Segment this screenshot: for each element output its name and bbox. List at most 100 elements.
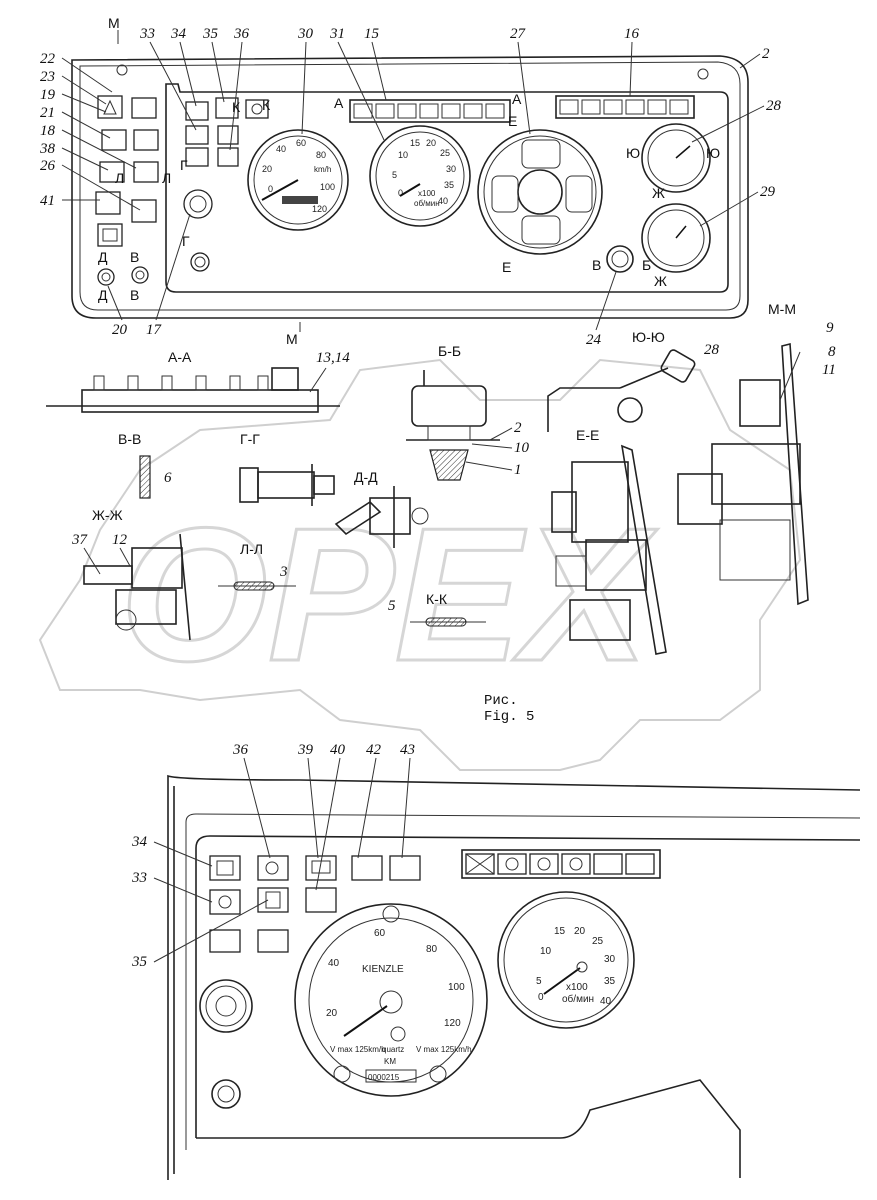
speedo-tick-100: 100 [320, 182, 335, 192]
switch-33-bottom[interactable] [209, 889, 241, 915]
section-zhzh-drawing [83, 533, 191, 641]
marker-l-right: Л [162, 170, 171, 186]
ignition-lock-17[interactable] [183, 189, 213, 219]
switch-26[interactable] [131, 199, 157, 223]
marker-g-bottom: Г [182, 233, 190, 249]
tacho-tick-30: 30 [604, 954, 616, 965]
tacho-top-tick-40: 40 [438, 196, 448, 206]
switch-21[interactable] [101, 129, 127, 151]
switch-34-bottom[interactable] [209, 855, 241, 881]
section-views: А-А 13,14 Б-Б 2 10 1 Ю-Ю [46, 301, 836, 725]
callout-bottom-43: 43 [400, 742, 415, 758]
switch-g[interactable] [185, 147, 209, 167]
section-ee-title: Е-Е [576, 427, 599, 443]
marker-yu-right: Ю [706, 145, 720, 161]
tacho-tick-10: 10 [540, 946, 552, 957]
callout-mid-2: 2 [514, 420, 522, 436]
indicator-6 [625, 853, 655, 875]
tacho-unit2: об/мин [562, 993, 594, 1005]
callout-15: 15 [364, 26, 380, 42]
switch-18[interactable] [133, 161, 159, 183]
marker-a-right: А [512, 91, 522, 107]
callout-mid-28: 28 [704, 342, 720, 358]
socket [190, 252, 210, 272]
section-yuyu-drawing [547, 349, 696, 432]
switch-group-center [183, 97, 269, 272]
tachograph-quartz: quartz [382, 1045, 404, 1054]
tacho-needle [543, 967, 581, 995]
section-kk-title: К-К [426, 591, 448, 607]
switch-19[interactable] [133, 129, 159, 151]
section-dd-drawing [334, 486, 429, 548]
figure-caption-en: Fig. 5 [484, 709, 534, 725]
tachograph-km: KM [384, 1057, 396, 1066]
tachograph-tick-80: 80 [426, 944, 438, 955]
speedo-tick-0: 0 [268, 184, 273, 194]
tacho-top-tick-15: 15 [410, 138, 420, 148]
indicator-2 [497, 853, 527, 875]
marker-g-top: Г [180, 157, 188, 173]
section-gg-drawing [239, 464, 335, 506]
bottom-instrument-panel: KIENZLE 20 40 60 80 100 120 quartz V max… [167, 774, 861, 1180]
switch-33-top[interactable] [185, 125, 209, 145]
tacho-tick-5: 5 [536, 976, 542, 987]
tacho-top-unit2: об/мин [414, 199, 440, 208]
speedo-unit: km/h [314, 165, 331, 174]
figure-caption-ru: Рис. [484, 693, 518, 709]
marker-m-top: М [108, 15, 120, 31]
speedo-tick-60: 60 [296, 138, 306, 148]
section-vv-title: В-В [118, 431, 141, 447]
section-ll-drawing [218, 581, 296, 591]
switch-diff-lock[interactable] [209, 929, 241, 953]
section-mm-drawing [677, 342, 809, 606]
warning-switch[interactable] [97, 95, 123, 119]
switch-k[interactable] [245, 99, 269, 119]
fog-light-switch[interactable] [131, 97, 157, 119]
tacho-top-tick-20: 20 [426, 138, 436, 148]
switch-38[interactable] [99, 161, 125, 183]
switch-axle-lock[interactable] [257, 929, 289, 953]
callout-31: 31 [329, 26, 345, 42]
tacho-tick-40: 40 [600, 996, 612, 1007]
section-yuyu-title: Ю-Ю [632, 329, 665, 345]
ignition-lock-bottom[interactable] [199, 979, 253, 1033]
marker-yu-left: Ю [626, 145, 640, 161]
callout-16: 16 [624, 26, 640, 42]
callout-17: 17 [146, 322, 163, 338]
section-bb-title: Б-Б [438, 343, 461, 359]
callout-mid-5: 5 [388, 598, 396, 614]
switch-unnamed[interactable] [97, 223, 123, 247]
tachograph-brand: KIENZLE [362, 964, 404, 975]
callout-19: 19 [40, 87, 56, 103]
callout-mid-11: 11 [822, 362, 836, 378]
tachograph-tick-60: 60 [374, 928, 386, 939]
section-ee-drawing [551, 444, 667, 655]
switch-36-top[interactable] [217, 147, 239, 167]
indicator-strip-15 [349, 99, 511, 123]
switch-40-bottom[interactable] [305, 887, 337, 913]
tacho-top-tick-10: 10 [398, 150, 408, 160]
section-markers: М М А А Е Е К К Л Л Г Г Д Д В В В Б Ю Ю … [98, 15, 720, 347]
callout-mid-37: 37 [71, 532, 89, 548]
callout-bottom-34: 34 [131, 834, 148, 850]
section-bb-drawing [406, 370, 500, 481]
callout-mid-8: 8 [828, 344, 836, 360]
callout-23: 23 [40, 69, 55, 85]
switch-41[interactable] [95, 191, 121, 215]
callout-mid-9: 9 [826, 320, 834, 336]
switch-42-bottom[interactable] [351, 855, 383, 881]
tachometer-bottom: 0 5 10 15 20 25 30 35 40 x100 об/мин [497, 891, 635, 1029]
switch-35-top[interactable] [215, 97, 239, 119]
tacho-tick-25: 25 [592, 936, 604, 947]
tachograph-needle [343, 1005, 388, 1037]
section-zhzh-title: Ж-Ж [92, 507, 123, 523]
switch-36-bottom[interactable] [257, 855, 289, 881]
top-instrument-panel: 0 20 40 60 80 100 120 km/h 0 5 10 15 20 … [71, 55, 749, 319]
switch-39-bottom[interactable] [305, 855, 337, 881]
switch-43-bottom[interactable] [389, 855, 421, 881]
socket-bottom [211, 1079, 241, 1109]
tachograph-tick-40: 40 [328, 958, 340, 969]
marker-e-bottom: Е [502, 259, 511, 275]
switch-blank[interactable] [217, 125, 239, 145]
